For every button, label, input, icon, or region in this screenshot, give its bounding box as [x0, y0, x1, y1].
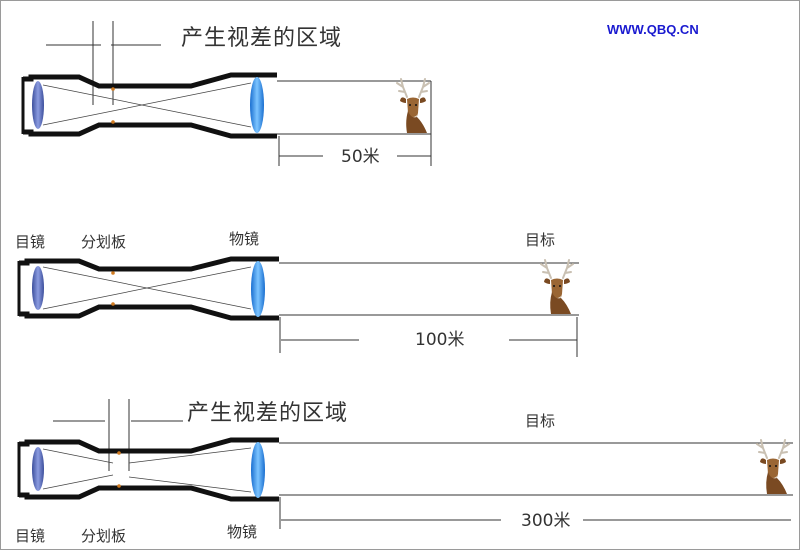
reticle-mark	[111, 271, 115, 275]
parallax-region-label: 产生视差的区域	[187, 401, 348, 426]
scope-tube	[17, 256, 279, 321]
objective-lens	[251, 442, 265, 498]
parallax-region-label: 产生视差的区域	[181, 26, 342, 51]
reticle-mark	[111, 87, 115, 91]
eyepiece-label: 目镜	[15, 527, 45, 545]
target-label: 目标	[525, 412, 555, 430]
target-label: 目标	[525, 231, 555, 249]
deer-target-icon	[756, 439, 790, 495]
objective-label: 物镜	[227, 523, 257, 541]
deer-target-icon	[396, 78, 430, 134]
distance-label-100m: 100米	[415, 330, 464, 350]
reticle-label: 分划板	[81, 233, 126, 251]
scope-tube	[17, 437, 279, 502]
scope-diagram-300m: 产生视差的区域 目标 300米 目镜 分划板 物镜	[15, 399, 793, 545]
objective-label: 物镜	[229, 230, 259, 248]
eyepiece-lens	[32, 81, 44, 129]
watermark: WWW.QBQ.CN	[607, 22, 699, 37]
scope-diagram-100m: 目镜 分划板 物镜 目标 100米	[15, 230, 579, 357]
deer-target-icon	[540, 259, 574, 315]
eyepiece-lens	[32, 266, 44, 310]
scope-tube	[21, 72, 277, 139]
distance-label-300m: 300米	[521, 511, 570, 531]
scope-diagram-50m: 产生视差的区域 50米	[21, 21, 432, 167]
reticle-mark	[117, 451, 121, 455]
objective-lens	[251, 261, 265, 317]
eyepiece-label: 目镜	[15, 233, 45, 251]
distance-label-50m: 50米	[341, 147, 380, 167]
objective-lens	[250, 77, 264, 133]
reticle-label: 分划板	[81, 527, 126, 545]
eyepiece-lens	[32, 447, 44, 491]
